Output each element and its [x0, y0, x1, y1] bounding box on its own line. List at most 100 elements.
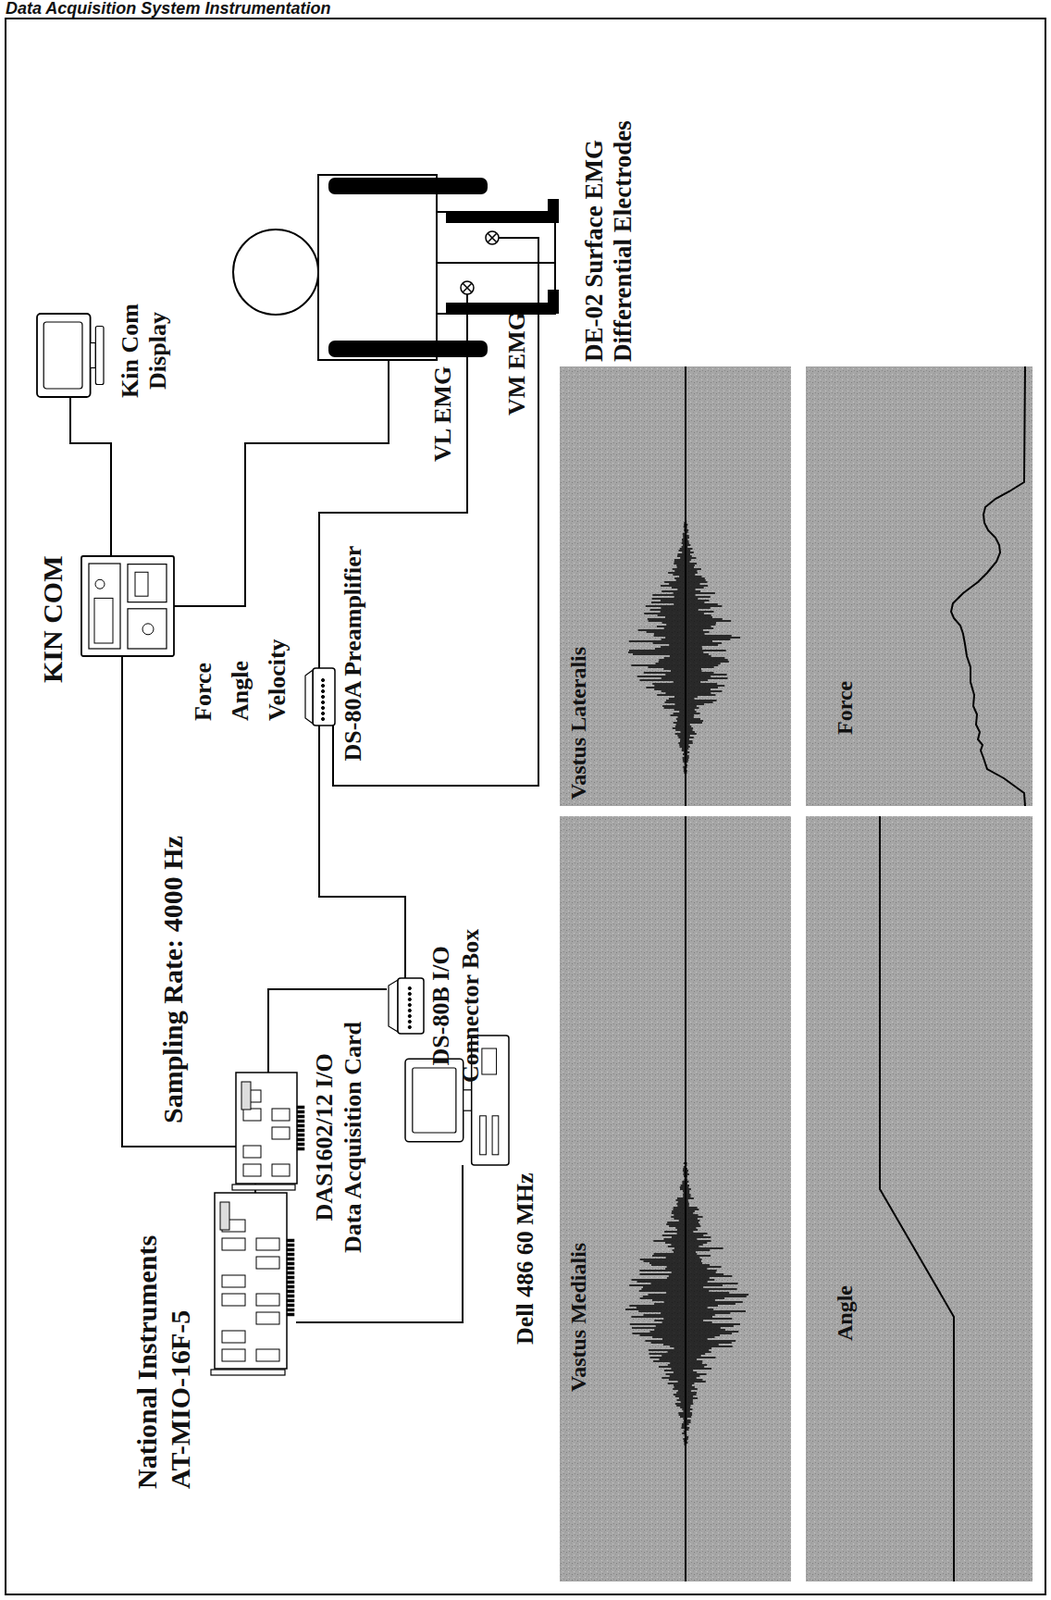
signal-name: Angle	[226, 660, 255, 721]
icon-part	[95, 326, 104, 385]
icon-part	[272, 1126, 290, 1139]
panel-title: Vastus Medialis	[566, 1242, 593, 1392]
head	[233, 229, 319, 315]
panel-texture	[805, 816, 1033, 1582]
signal-panel: Angle	[805, 816, 1033, 1582]
icon-part	[222, 1348, 246, 1361]
io-card-icon	[214, 1192, 297, 1369]
emg-burst	[625, 1162, 749, 1445]
device-label: DAS1602/12 I/O	[310, 1052, 339, 1221]
icon-part	[408, 1008, 411, 1012]
icon-part	[142, 623, 154, 635]
icon-part	[222, 1293, 246, 1306]
icon-part	[256, 1293, 280, 1306]
emg-burst	[628, 520, 741, 773]
icon-part	[286, 1308, 295, 1311]
leg-split	[436, 261, 556, 264]
icon-part	[286, 1303, 295, 1307]
icon-part	[312, 667, 335, 726]
icon-part	[492, 1115, 499, 1155]
icon-part	[286, 1312, 295, 1316]
icon-part	[222, 1237, 246, 1250]
icon-part	[296, 1137, 305, 1141]
icon-part	[321, 689, 324, 693]
display-monitor: Kin Com Display	[37, 313, 104, 397]
icon-part	[296, 1147, 305, 1150]
icon-part	[286, 1243, 295, 1247]
connector-box-icon	[386, 977, 424, 1034]
icon-part	[256, 1348, 280, 1361]
panel-title: Force	[832, 680, 859, 735]
io-card: DAS1602/12 I/OData Acquisition Card	[235, 1072, 307, 1184]
arm	[329, 341, 487, 357]
icon-part	[321, 678, 324, 681]
icon-part	[241, 1081, 251, 1110]
icon-part	[127, 608, 167, 649]
icon-part	[214, 1192, 287, 1369]
connector-wire	[319, 725, 406, 978]
page-frame	[5, 18, 1046, 1595]
signal-trace	[951, 366, 1026, 806]
icon-part	[480, 1115, 487, 1155]
icon-part	[397, 977, 424, 1034]
icon-part	[286, 1275, 295, 1279]
page-title: Data Acquisition System Instrumentation	[5, 0, 331, 18]
icon-part	[88, 563, 121, 649]
display-monitor-icon	[37, 313, 104, 397]
electrode-label: DE-02 Surface EMG Differential Electrode…	[580, 42, 638, 362]
electrodes	[460, 231, 499, 295]
icon-part	[286, 1257, 295, 1261]
electrode-cross	[487, 233, 497, 243]
io-card: National InstrumentsAT-MIO-16F-5	[214, 1192, 297, 1369]
device-label: Kin Com Display	[116, 296, 173, 406]
rate-note: Sampling Rate: 4000 Hz	[157, 835, 190, 1124]
connector-box: DS-80B I/OConnector Box	[386, 977, 424, 1034]
signal-wires	[173, 237, 539, 786]
icon-part	[127, 564, 167, 603]
icon-part	[286, 1238, 295, 1242]
connector-wire	[70, 396, 112, 557]
icon-part	[286, 1248, 295, 1251]
signal-panel: Vastus Medialis	[559, 816, 792, 1582]
icon-part	[286, 1261, 295, 1265]
panel-traces	[805, 366, 1033, 806]
icon-part	[296, 1105, 305, 1109]
icon-part	[135, 571, 149, 596]
icon-part	[222, 1330, 246, 1343]
icon-part	[220, 1201, 230, 1230]
device-label: National Instruments	[131, 1235, 164, 1489]
icon-part	[286, 1252, 295, 1256]
device-label: DS-80B I/O	[427, 945, 456, 1065]
connector-wire	[122, 655, 236, 1147]
panel-texture	[559, 366, 792, 806]
icon-part	[321, 717, 324, 720]
icon-part	[296, 1124, 305, 1127]
icon-part	[405, 1058, 464, 1142]
icon-part	[286, 1298, 295, 1302]
icon-part	[272, 1108, 290, 1121]
icon-part	[321, 694, 324, 698]
icon-part	[256, 1237, 280, 1250]
electrode	[485, 231, 499, 245]
dynamometer: KIN COM	[81, 556, 174, 656]
icon-part	[95, 579, 105, 589]
icon-part	[296, 1133, 305, 1137]
device-label: DS-80A Preamplifier	[339, 545, 368, 762]
leg-bar	[445, 198, 554, 218]
arm	[329, 178, 487, 194]
signal-panel: Force	[805, 366, 1033, 806]
icon-part	[296, 1142, 305, 1146]
icon-part	[286, 1266, 295, 1270]
icon-part	[463, 1089, 472, 1111]
preamplifier: DS-80A Preamplifier	[303, 667, 335, 726]
signal-name: VL EMG	[429, 366, 458, 462]
icon-part	[321, 711, 324, 715]
icon-part	[388, 979, 398, 1032]
panel-traces	[559, 366, 792, 806]
icon-part	[243, 1163, 261, 1176]
electrode-cross	[462, 283, 472, 293]
icon-part	[321, 700, 324, 704]
icon-part	[81, 556, 174, 656]
signal-name: VM EMG	[503, 311, 532, 416]
